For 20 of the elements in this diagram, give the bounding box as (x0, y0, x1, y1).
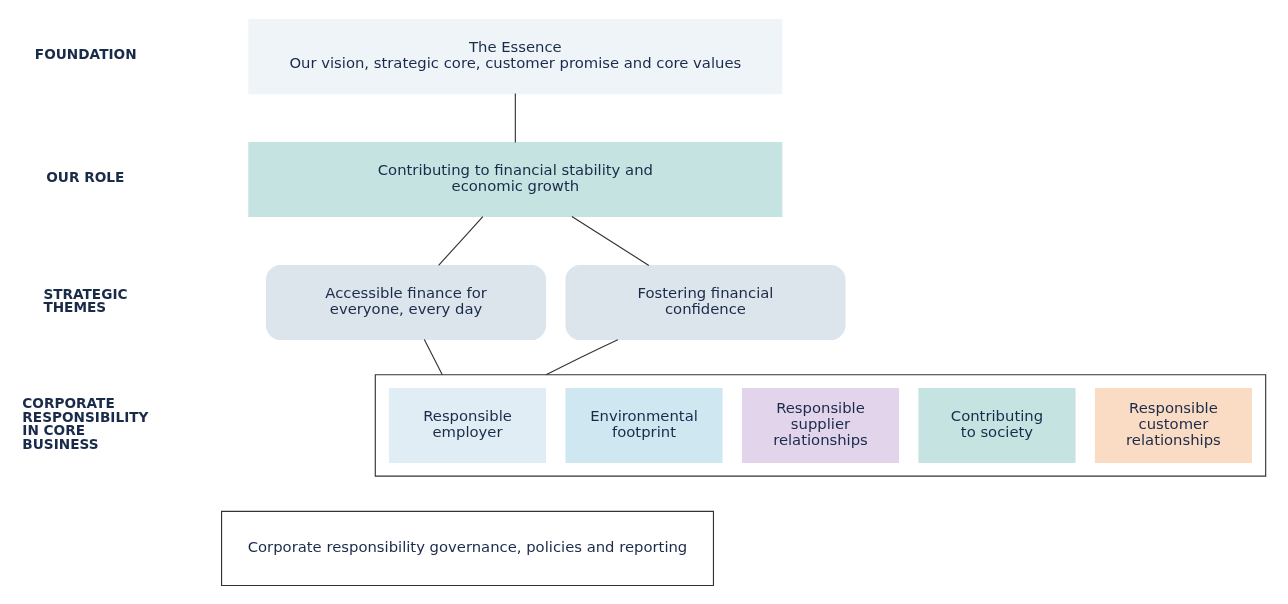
label: FOUNDATION (34, 45, 137, 62)
connector (514, 92, 516, 143)
node-box: The Essence Our vision, strategic core, customer promise and core values (248, 18, 783, 94)
node-box: Contributing to financial stability and economic growth (248, 141, 783, 217)
label: OUR ROLE (46, 168, 125, 185)
connector (438, 215, 484, 266)
node-box: Corporate responsibility governance, policies and reporting (221, 510, 715, 586)
node-box: Responsible supplier relationships (741, 387, 900, 463)
connector (423, 338, 443, 375)
node-box: Accessible finance for everyone, every day (266, 264, 547, 340)
label: STRATEGIC THEMES (43, 285, 128, 315)
cluster (374, 373, 1267, 477)
node-box: Fostering financial confidence (565, 264, 846, 340)
node-box: Responsible customer relationships (1094, 387, 1252, 463)
node-box: Environmental footprint (565, 387, 723, 463)
connector (571, 215, 650, 266)
connector (545, 338, 619, 375)
label: CORPORATE RESPONSIBILITY IN CORE BUSINESS (22, 394, 149, 452)
node-box: Responsible employer (388, 387, 547, 463)
node-box: Contributing to society (918, 387, 1076, 463)
